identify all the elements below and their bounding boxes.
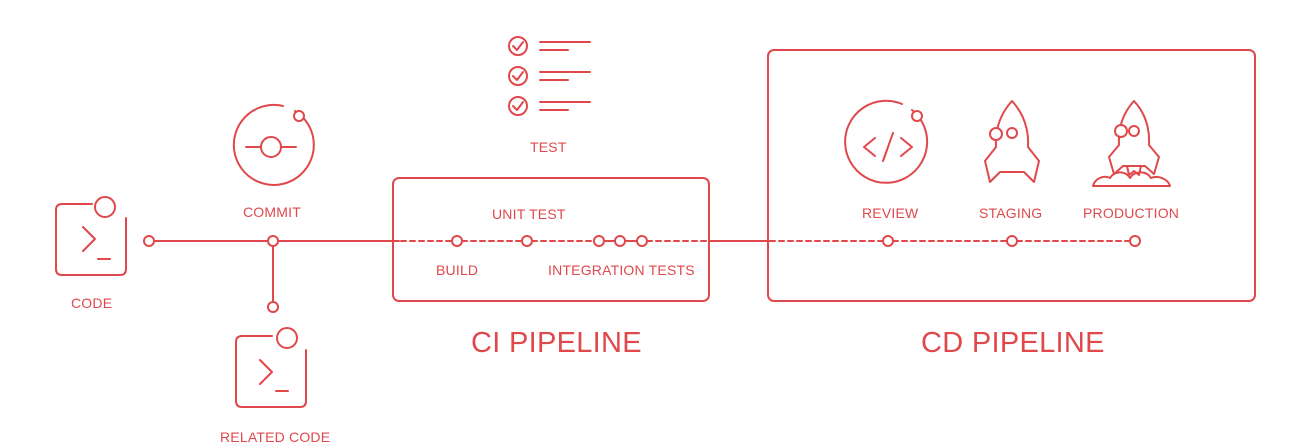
cd-pipeline-title: CD PIPELINE bbox=[921, 327, 1105, 359]
ci-pipeline-box bbox=[392, 177, 710, 302]
code-node bbox=[143, 235, 155, 247]
flow-nodes bbox=[143, 235, 1141, 313]
review-node bbox=[882, 235, 894, 247]
production-node bbox=[1129, 235, 1141, 247]
ci-pipeline-title: CI PIPELINE bbox=[471, 327, 642, 359]
commit-icon bbox=[232, 103, 315, 186]
checklist-icon bbox=[508, 36, 591, 116]
terminal-icon bbox=[235, 327, 307, 408]
related-code-node bbox=[267, 301, 279, 313]
code-label: CODE bbox=[71, 295, 113, 311]
integration-test-node-2 bbox=[614, 235, 626, 247]
unit-test-node bbox=[521, 235, 533, 247]
unit-test-label: UNIT TEST bbox=[492, 206, 566, 222]
integration-test-node-1 bbox=[593, 235, 605, 247]
build-label: BUILD bbox=[436, 262, 479, 278]
integration-test-node-3 bbox=[636, 235, 648, 247]
staging-node bbox=[1006, 235, 1018, 247]
review-label: REVIEW bbox=[862, 205, 919, 221]
integration-tests-label: INTEGRATION TESTS bbox=[548, 262, 695, 278]
cd-pipeline-box bbox=[767, 49, 1256, 302]
commit-label: COMMIT bbox=[243, 204, 301, 220]
rocket-icon bbox=[984, 100, 1040, 183]
test-label: TEST bbox=[530, 139, 567, 155]
related-code-label: RELATED CODE bbox=[220, 429, 331, 445]
code-review-icon bbox=[844, 99, 929, 184]
rocket-launch-icon bbox=[1092, 100, 1171, 187]
terminal-icon bbox=[55, 196, 127, 276]
production-label: PRODUCTION bbox=[1083, 205, 1180, 221]
commit-node bbox=[267, 235, 279, 247]
build-node bbox=[451, 235, 463, 247]
staging-label: STAGING bbox=[979, 205, 1043, 221]
